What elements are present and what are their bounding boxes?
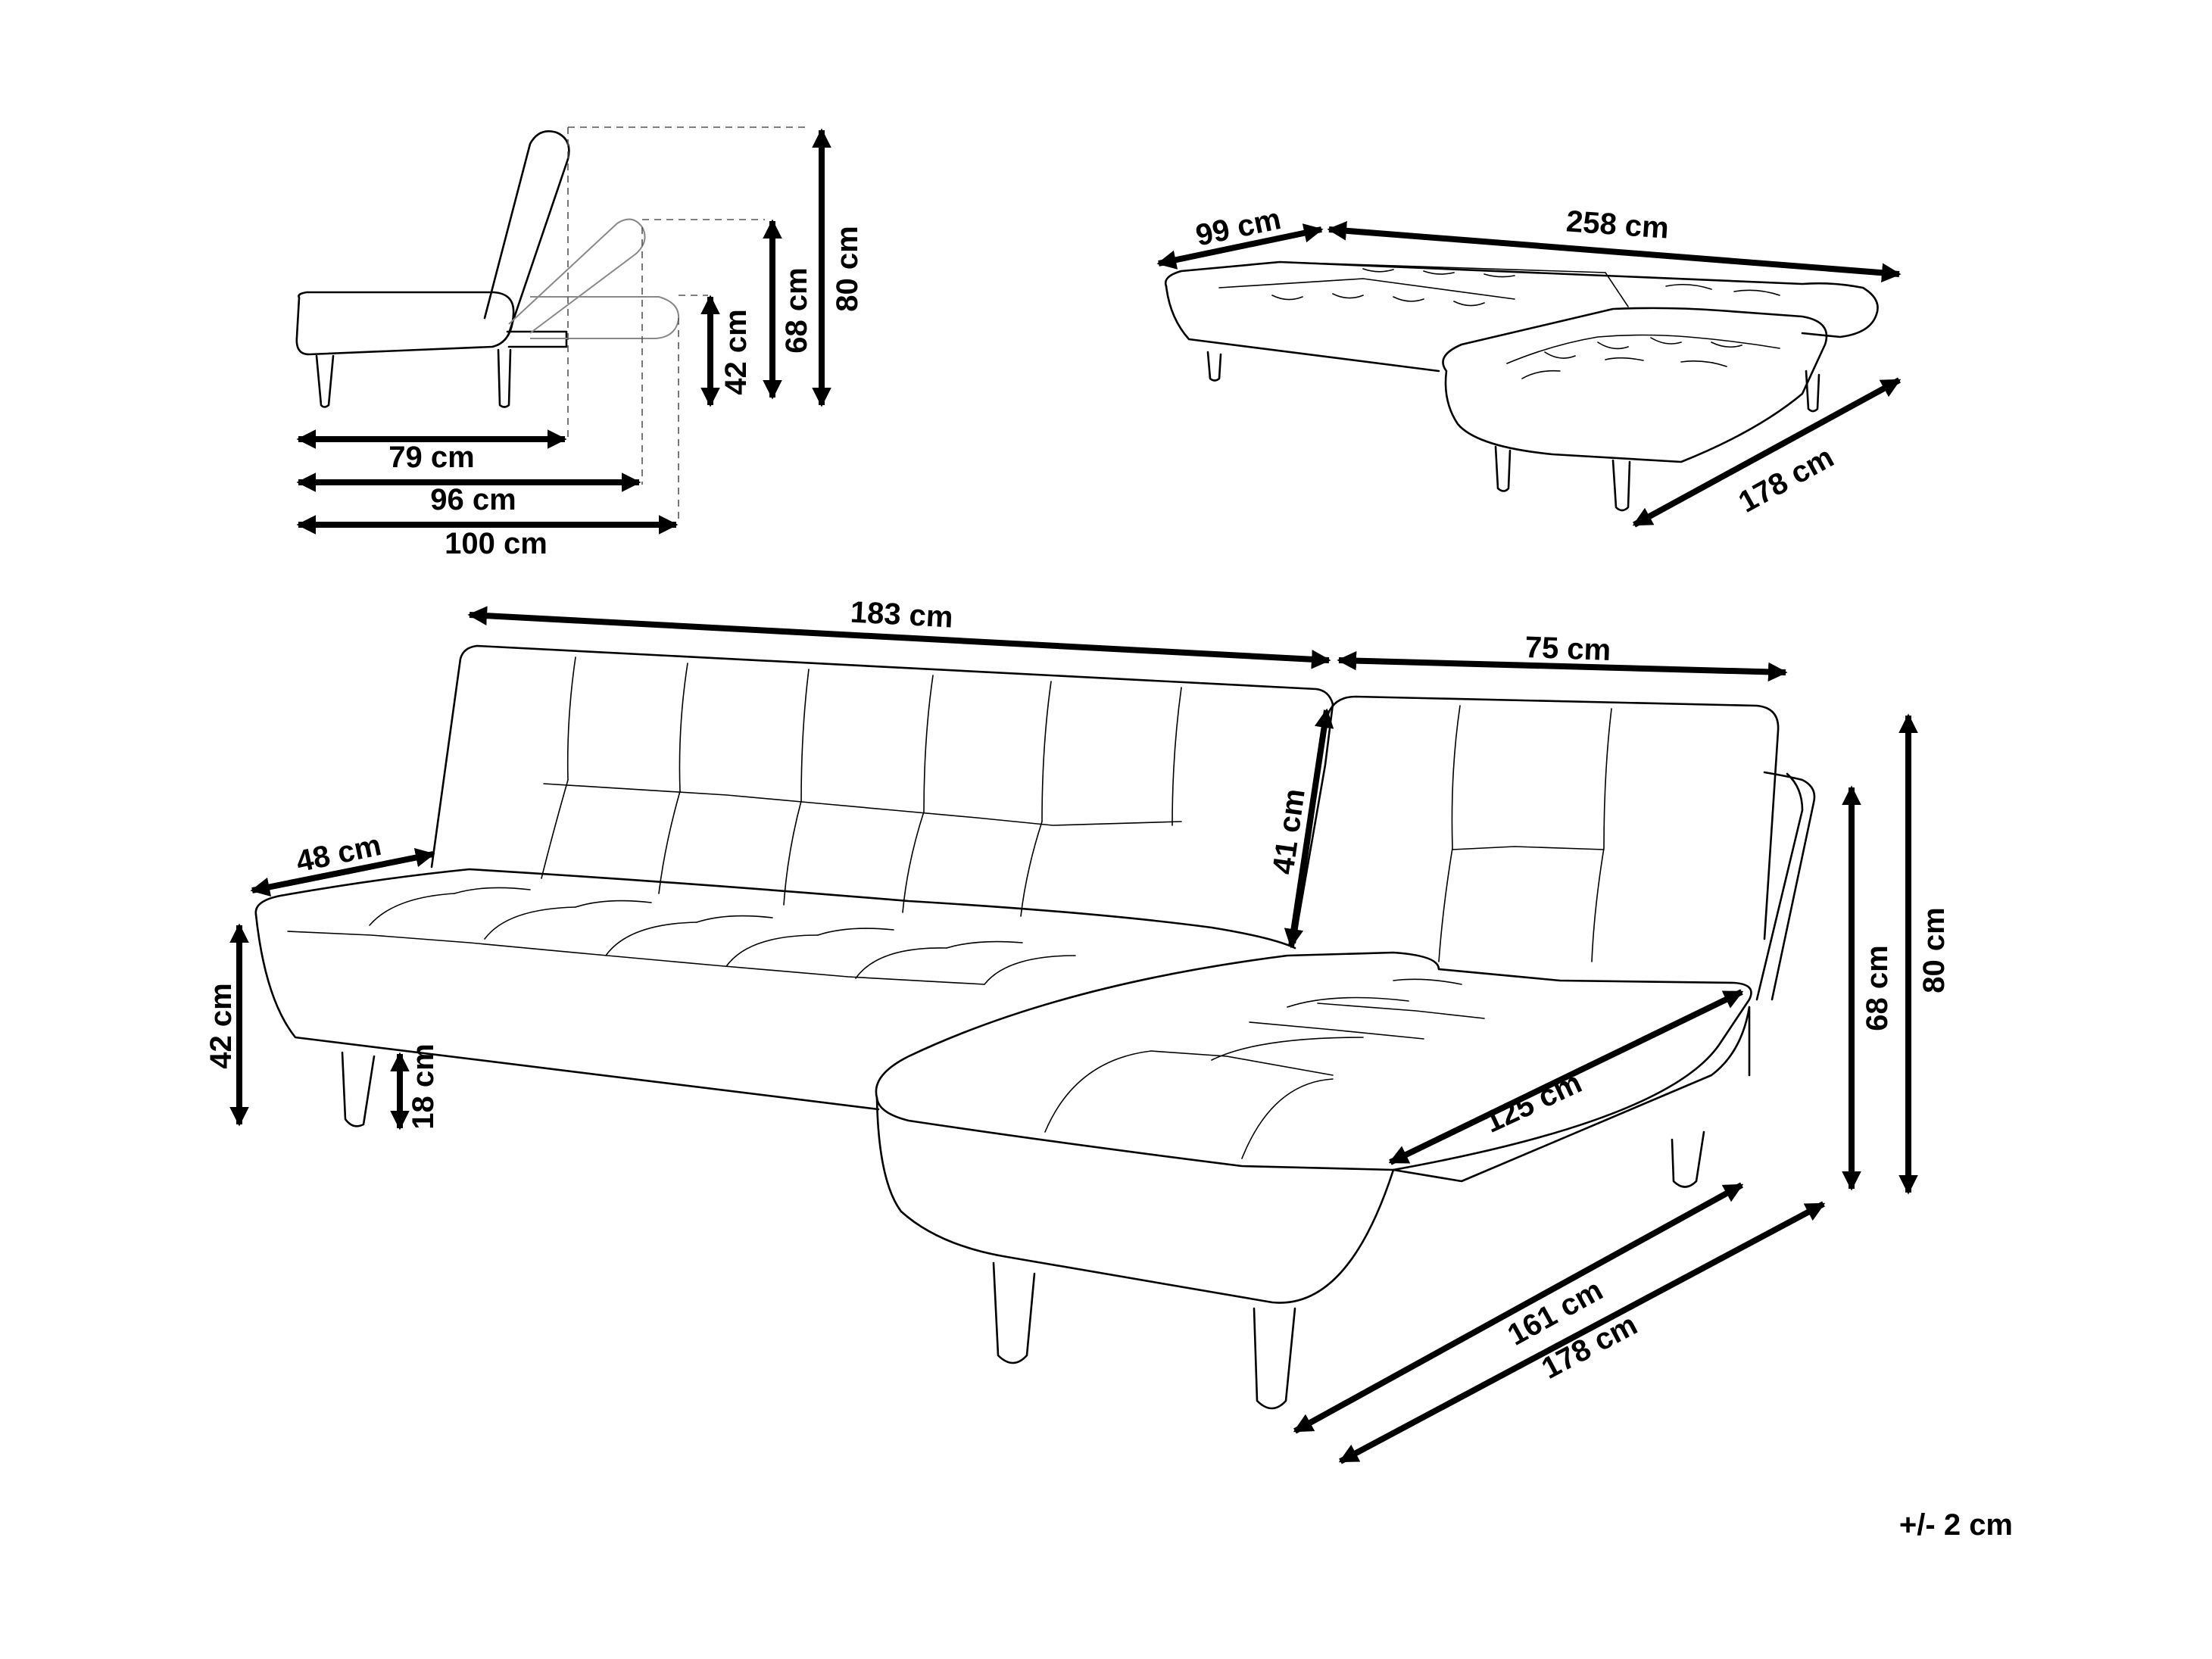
main-depth-48-arrow (250, 847, 435, 897)
bed-width-258-arrow (1327, 221, 1902, 282)
main-leg-18-label: 18 cm (407, 1043, 440, 1129)
side-view-dimensions (296, 128, 831, 535)
bed-width-258-label: 258 cm (1565, 204, 1670, 245)
main-height-68-label: 68 cm (1861, 945, 1894, 1031)
tolerance-note: +/- 2 cm (1899, 1508, 2013, 1542)
main-back-41-arrow (1284, 708, 1334, 949)
main-width-183-label: 183 cm (850, 595, 954, 634)
main-sofa (254, 644, 1816, 1410)
main-chaise-161-arrow (1293, 1182, 1744, 1434)
bed-chaise-178-arrow (1632, 377, 1902, 528)
side-height-80-label: 80 cm (831, 226, 864, 311)
main-view-dimensions (229, 606, 1918, 1464)
side-height-68-label: 68 cm (780, 267, 813, 353)
side-view-sofa (295, 126, 810, 522)
main-width-183-arrow (467, 606, 1331, 669)
side-depth-79-label: 79 cm (388, 441, 474, 474)
bed-view-dimensions (1156, 221, 1902, 528)
side-depth-96-label: 96 cm (430, 483, 516, 516)
main-seat-42-label: 42 cm (204, 983, 238, 1068)
bed-depth-99-arrow (1156, 223, 1324, 270)
main-height-80-label: 80 cm (1917, 907, 1951, 993)
main-chaise-178-arrow (1338, 1201, 1826, 1464)
bed-chaise-178-label: 178 cm (1733, 441, 1839, 519)
side-height-42-label: 42 cm (719, 309, 753, 394)
side-depth-100-label: 100 cm (445, 527, 548, 560)
main-width-75-label: 75 cm (1524, 631, 1611, 667)
main-width-75-arrow (1337, 650, 1788, 682)
main-chaise-125-arrow (1388, 989, 1744, 1165)
